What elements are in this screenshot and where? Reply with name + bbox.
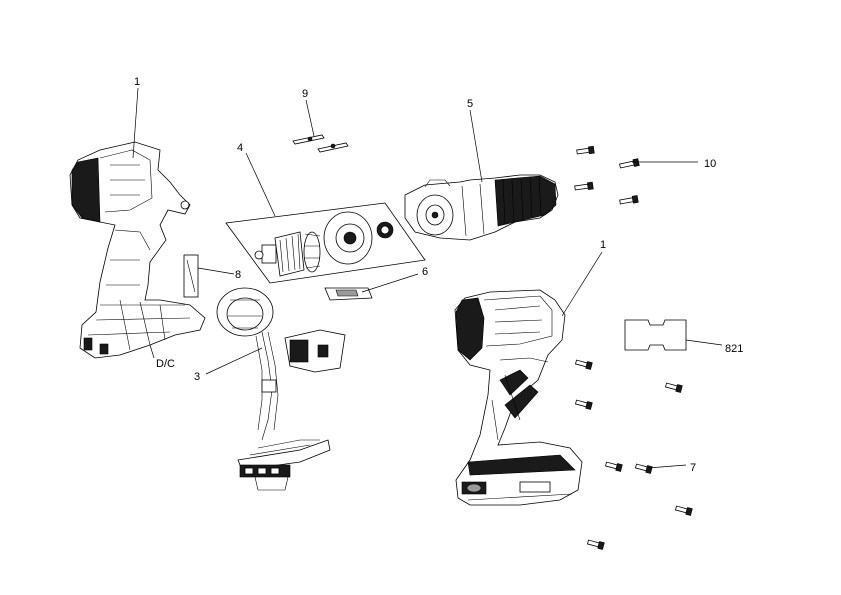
housing-assembled-drawing (454, 289, 583, 506)
callout-6: 6 (422, 266, 428, 278)
switch-wiring-drawing (216, 287, 346, 491)
bracket-drawing (324, 287, 373, 301)
clips-drawing (292, 134, 349, 153)
gearbox-chuck-drawing (404, 174, 559, 241)
leader-lines (132, 87, 723, 469)
callout-7: 7 (690, 462, 696, 474)
callout-4: 4 (237, 142, 243, 154)
housing-half-left-drawing (69, 141, 206, 359)
label-strip-drawing (183, 254, 199, 298)
callout-8: 8 (235, 269, 241, 281)
callout-821: 821 (725, 343, 743, 355)
motor-kit-drawing (225, 202, 426, 284)
callout-10: 10 (704, 158, 716, 170)
callout-5: 5 (467, 98, 473, 110)
callout-dc: D/C (156, 358, 175, 370)
callout-9: 9 (302, 88, 308, 100)
kit-label-drawing (624, 319, 687, 351)
gearbox-screws-drawing (574, 145, 640, 205)
callout-1-left: 1 (134, 76, 140, 88)
housing-screws-drawing (574, 359, 693, 550)
callout-3: 3 (194, 371, 200, 383)
callout-1-right: 1 (600, 239, 606, 251)
